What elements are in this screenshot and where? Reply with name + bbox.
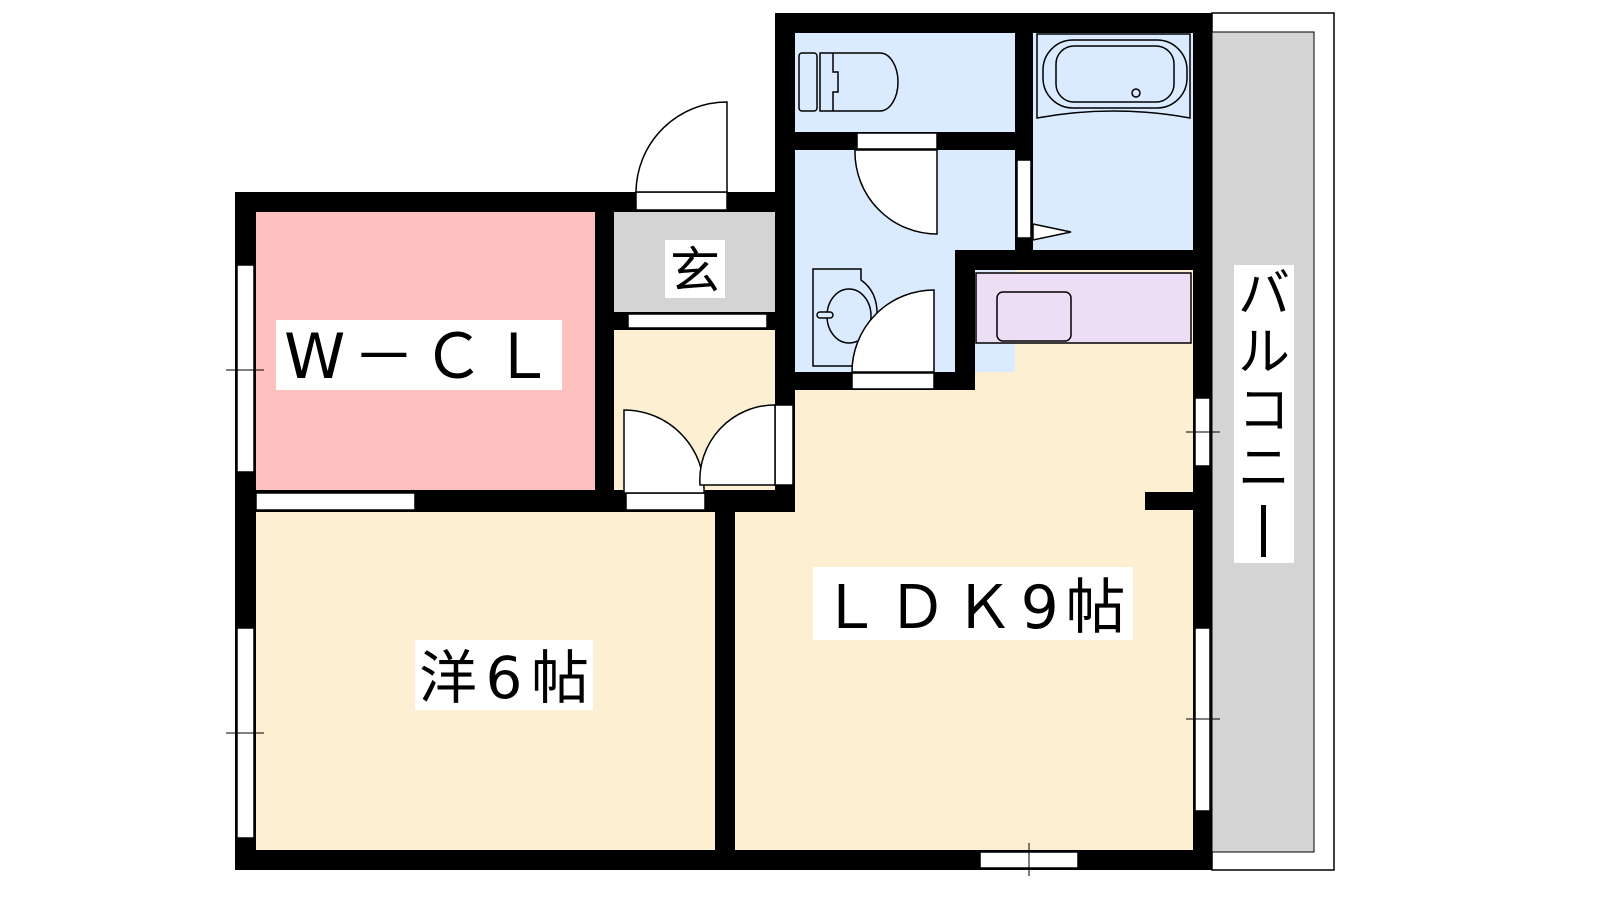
label-balcony-char: コ: [1238, 381, 1290, 441]
label-bg-ldk: [813, 567, 1133, 640]
label-western: 洋6帖: [419, 644, 589, 712]
doors: [623, 101, 1072, 494]
label-balcony: バ ル コ ニ: [1238, 265, 1290, 499]
label-balcony-bar: [1261, 505, 1266, 557]
window-marks: [226, 369, 1220, 876]
label-genkan: 玄: [670, 242, 720, 300]
label-bg-western: [415, 640, 593, 710]
washroom-door-icon: [854, 149, 938, 235]
label-balcony-char: バ: [1238, 265, 1290, 325]
label-bg-genkan: [665, 240, 725, 298]
sink-icon: [996, 291, 1072, 342]
bathtub-icon: [1036, 33, 1191, 119]
label-balcony-char: ル: [1238, 323, 1290, 383]
hall-ldk-door-icon: [699, 404, 776, 486]
label-ldk: ＬＤＫ9帖: [821, 573, 1126, 643]
entrance-door-icon: [635, 101, 728, 193]
label-bg-wcl: [276, 320, 562, 390]
washroom-ldk-door-icon: [851, 289, 935, 373]
label-balcony-char: ニ: [1238, 439, 1290, 499]
bath-door-icon: [1032, 223, 1072, 241]
toilet-icon: [798, 52, 899, 112]
